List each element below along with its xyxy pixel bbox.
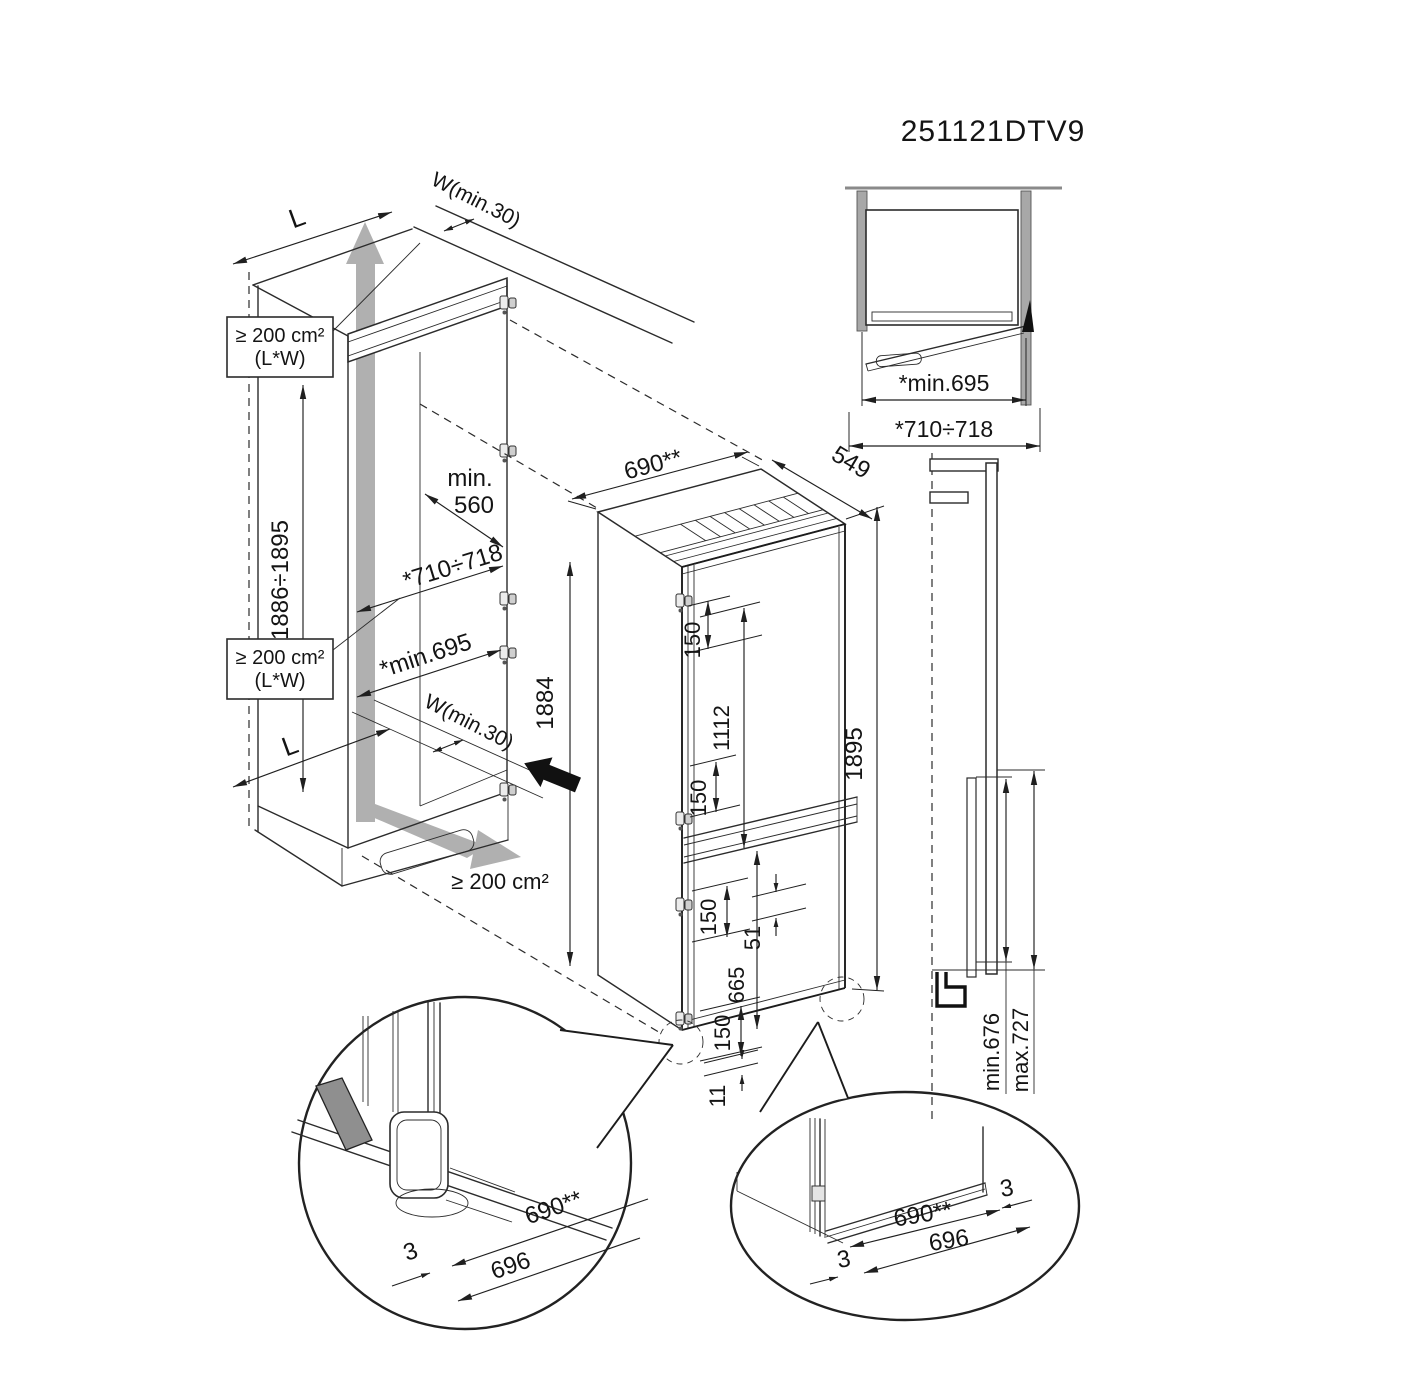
dim-rear-gap-bottom: W(min.30) (421, 690, 518, 754)
vent-area-top-box (226, 316, 334, 378)
detail-right-plinth: 3 690** 696 3 (729, 1021, 1081, 1322)
appliance-door-profile (966, 777, 977, 978)
vent-area-bottom: ≥ 200 cm² (451, 869, 549, 894)
detail-left-callout-wedge (560, 1030, 673, 1148)
airflow-out-arrow-icon (470, 830, 521, 869)
dim-detail-right-gap-right: 3 (998, 1174, 1015, 1203)
dim-side-min-height: min.676 (979, 1013, 1004, 1091)
appliance-foot (389, 1111, 449, 1199)
appliance-top-outline (865, 209, 1019, 326)
hinge-fitting-icon (499, 443, 517, 463)
dim-min-depth-line2: 560 (454, 492, 494, 519)
vent-area-mid-line1: ≥ 200 cm² (236, 647, 325, 669)
rail-fitting (811, 1185, 826, 1202)
mounting-bracket (315, 1077, 373, 1151)
detail-left-circle (297, 995, 633, 1331)
dim-appliance-depth: 549 (827, 441, 875, 485)
hinge-fitting-icon (675, 897, 693, 917)
dim-top-door-clearance: *min.695 (899, 370, 990, 396)
dim-door-lower: 665 (724, 967, 749, 1004)
plinth-vent-grille (379, 829, 475, 875)
dim-niche-width-range: *710÷718 (400, 539, 506, 595)
foot-callout-right (819, 976, 865, 1022)
insert-direction-arrow-icon (524, 757, 581, 793)
door-swing-icon (1022, 300, 1034, 332)
model-number: 251121DTV9 (901, 115, 1086, 148)
hinge-fitting-icon (499, 645, 517, 665)
dim-niche-height: 1884 (532, 676, 559, 729)
dim-niche-depth-bottom: L (278, 729, 302, 762)
dim-side-max-height: max.727 (1008, 1008, 1033, 1092)
airflow-band-bottom (356, 804, 486, 858)
hinge-fitting-icon (499, 591, 517, 611)
dim-base-gap: 11 (705, 1085, 730, 1108)
door-handle (875, 352, 922, 368)
door-liner (871, 311, 1013, 322)
hinge-fitting-icon (499, 295, 517, 315)
dim-hinge-bottom: 150 (710, 1015, 735, 1052)
dim-detail-right-gap-left: 3 (835, 1245, 852, 1274)
vent-area-mid-line2: (L*W) (254, 670, 305, 692)
foot-callout-left (658, 1019, 704, 1065)
dim-door-upper: 1112 (709, 705, 734, 751)
furniture-door-panel (985, 462, 998, 975)
vent-area-top-line2: (L*W) (254, 348, 305, 370)
dim-min-depth-line1: min. (447, 465, 492, 492)
dim-hinge-top: 150 (680, 622, 705, 659)
detail-left-foot: 690** 3 696 (291, 995, 674, 1331)
vent-area-top-line1: ≥ 200 cm² (236, 325, 325, 347)
dim-top-niche-width: *710÷718 (895, 416, 993, 442)
appliance-view: 690** 549 1895 150 1112 150 150 51 665 1 (567, 441, 885, 1108)
dim-hinge-mid: 150 (686, 780, 711, 817)
dim-detail-right-plinth: 696 (927, 1224, 971, 1257)
plinth-step (935, 972, 967, 1008)
hinge-fitting-icon (675, 593, 693, 613)
airflow-up-arrow-icon (346, 222, 384, 264)
side-view-top-panel (929, 458, 999, 472)
dim-rail-offset: 51 (740, 926, 765, 950)
dim-appliance-width: 690** (621, 444, 685, 485)
vent-area-mid-box (226, 638, 334, 700)
dim-rear-gap-top: W(min.30) (428, 168, 525, 232)
dim-hinge-lower: 150 (696, 899, 721, 936)
top-view: *min.695 *710÷718 (845, 186, 1062, 452)
side-view: min.676 max.727 (929, 453, 1045, 1122)
dim-niche-depth-top: L (285, 201, 309, 234)
side-view-shelf (929, 491, 969, 504)
dim-niche-height-range: 1886÷1895 (267, 520, 294, 640)
dim-appliance-height: 1895 (841, 727, 868, 780)
